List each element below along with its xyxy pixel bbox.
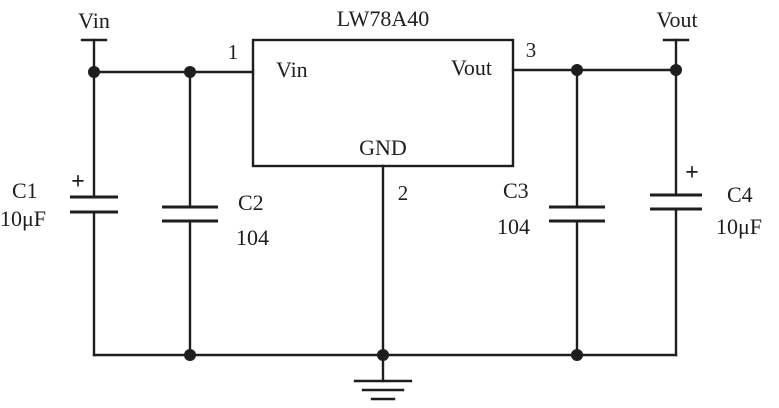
junction-dot: [670, 64, 682, 76]
c1-polarity-mark: +: [71, 169, 85, 195]
pin-1-number: 1: [228, 40, 239, 64]
regulator-vout-pin-label: Vout: [451, 55, 492, 80]
c1-reference: C1: [12, 178, 38, 203]
c4-value: 10μF: [716, 214, 762, 239]
junction-dot: [184, 66, 196, 78]
pin-3-number: 3: [526, 38, 537, 62]
regulator-ic: LW78A40 Vin Vout GND 1 3 2: [228, 6, 537, 205]
regulator-part-number: LW78A40: [337, 6, 429, 31]
c2-reference: C2: [238, 190, 264, 215]
output-terminal-label: Vout: [656, 7, 697, 32]
regulator-vin-pin-label: Vin: [276, 57, 308, 82]
c3-value: 104: [497, 214, 530, 239]
pin-2-number: 2: [398, 181, 409, 205]
junction-dot: [571, 349, 583, 361]
output-terminal: Vout: [656, 7, 698, 72]
c1-value: 10μF: [0, 206, 46, 231]
ground-symbol: [353, 353, 413, 401]
junction-dot: [571, 64, 583, 76]
c4-polarity-mark: +: [685, 160, 699, 186]
capacitor-c2: C2 104: [162, 70, 269, 357]
capacitor-c3: C3 104: [497, 68, 605, 357]
regulator-gnd-pin-label: GND: [359, 135, 407, 160]
input-terminal: Vin: [78, 8, 110, 74]
junction-dot: [184, 349, 196, 361]
capacitor-c1: + C1 10μF: [0, 70, 118, 357]
junction-dot: [88, 66, 100, 78]
capacitor-c4: + C4 10μF: [650, 68, 762, 357]
c2-value: 104: [236, 225, 269, 250]
c3-reference: C3: [503, 178, 529, 203]
input-terminal-label: Vin: [78, 8, 110, 33]
c4-reference: C4: [727, 182, 753, 207]
